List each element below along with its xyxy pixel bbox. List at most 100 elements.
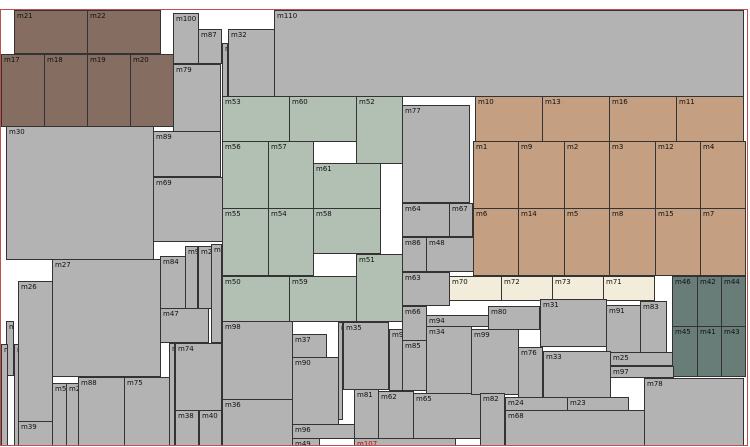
module-label: m54 bbox=[271, 210, 287, 218]
module-box-m55: m55 bbox=[222, 208, 269, 276]
module-box-m76: m76 bbox=[518, 347, 543, 398]
module-box-m52: m52 bbox=[356, 96, 403, 164]
module-box-m99: m99 bbox=[471, 329, 519, 395]
module-label: m82 bbox=[483, 395, 499, 403]
module-label: m47 bbox=[163, 310, 179, 318]
module-label: m5 bbox=[567, 210, 579, 218]
module-box-m24: m24 bbox=[505, 397, 568, 411]
module-label: m52 bbox=[359, 98, 375, 106]
module-box-m4: m4 bbox=[700, 141, 746, 209]
module-box-m6: m6 bbox=[473, 208, 519, 276]
module-box-m110: m110 bbox=[274, 10, 744, 97]
module-box-m61: m61 bbox=[313, 163, 381, 209]
module-label: m1 bbox=[476, 143, 488, 151]
module-box-m19: m19 bbox=[87, 54, 131, 127]
module-label: m71 bbox=[606, 278, 622, 286]
module-label: m26 bbox=[21, 283, 37, 291]
module-label: m61 bbox=[316, 165, 332, 173]
module-box-m67: m67 bbox=[449, 203, 473, 237]
module-box-m96: m96 bbox=[292, 424, 355, 439]
module-label: m69 bbox=[156, 179, 172, 187]
module-label: m18 bbox=[47, 56, 63, 64]
module-box-m79: m79 bbox=[173, 64, 221, 132]
module-box-m66: m66 bbox=[402, 306, 427, 341]
module-label: m70 bbox=[452, 278, 468, 286]
module-label: m67 bbox=[452, 205, 468, 213]
module-box-m42: m42 bbox=[697, 276, 722, 327]
module-label: m72 bbox=[504, 278, 520, 286]
module-label: m75 bbox=[127, 379, 143, 387]
module-label: m97 bbox=[613, 368, 629, 376]
module-box-m80: m80 bbox=[488, 306, 540, 330]
module-label: m7 bbox=[703, 210, 715, 218]
module-box-m83: m83 bbox=[640, 301, 667, 353]
module-box-m81: m81 bbox=[354, 389, 379, 446]
module-label: m105 bbox=[4, 346, 7, 354]
module-label: m11 bbox=[679, 98, 695, 106]
module-box-m15: m15 bbox=[655, 208, 701, 276]
module-label: m104 bbox=[172, 345, 174, 353]
module-label: m51 bbox=[359, 256, 375, 264]
module-box-m36: m36 bbox=[222, 399, 293, 446]
module-box-m13: m13 bbox=[542, 96, 610, 142]
module-label: m3 bbox=[612, 143, 624, 151]
module-label: m12 bbox=[658, 143, 674, 151]
module-label: m30 bbox=[9, 128, 25, 136]
module-label: m76 bbox=[521, 349, 537, 357]
module-box-m40: m40 bbox=[199, 410, 222, 446]
module-box-m31: m31 bbox=[540, 299, 607, 347]
module-box-m33: m33 bbox=[543, 351, 611, 398]
module-label: m20 bbox=[133, 56, 149, 64]
module-label: m90 bbox=[295, 359, 311, 367]
module-box-m5: m5 bbox=[564, 208, 610, 276]
module-box-m85: m85 bbox=[402, 340, 427, 391]
module-box-m16: m16 bbox=[609, 96, 677, 142]
module-box-m56: m56 bbox=[222, 141, 269, 209]
module-box-m63: m63 bbox=[402, 272, 450, 306]
module-label: m49 bbox=[295, 440, 311, 446]
module-box-m74: m74 bbox=[175, 343, 222, 411]
module-box-m90: m90 bbox=[292, 357, 339, 425]
module-label: m84 bbox=[163, 258, 179, 266]
module-box-m11: m11 bbox=[676, 96, 744, 142]
module-label: m37 bbox=[295, 336, 311, 344]
module-box-m87: m87 bbox=[198, 29, 222, 64]
module-box-m64: m64 bbox=[402, 203, 450, 237]
module-box-m43: m43 bbox=[721, 326, 746, 377]
module-box-m49: m49 bbox=[292, 438, 320, 446]
module-box-m17: m17 bbox=[1, 54, 45, 127]
module-box-m72: m72 bbox=[501, 276, 553, 301]
module-box-m7: m7 bbox=[700, 208, 746, 276]
module-box-m100: m100 bbox=[173, 13, 199, 64]
module-box-m75: m75 bbox=[124, 377, 170, 446]
module-box-m69: m69 bbox=[153, 177, 223, 242]
module-box-m88: m88 bbox=[78, 377, 125, 446]
module-box-m32: m32 bbox=[228, 29, 275, 97]
module-box-m39: m39 bbox=[18, 421, 53, 446]
module-label: m94 bbox=[429, 317, 445, 325]
module-label: m4 bbox=[703, 143, 715, 151]
module-box-m91: m91 bbox=[606, 305, 641, 353]
module-box-m12: m12 bbox=[655, 141, 701, 209]
module-label: m23 bbox=[570, 399, 586, 407]
module-label: m15 bbox=[658, 210, 674, 218]
module-box-m14: m14 bbox=[518, 208, 565, 276]
module-label: m68 bbox=[508, 412, 524, 420]
module-label: m42 bbox=[700, 278, 716, 286]
module-label: m99 bbox=[474, 331, 490, 339]
module-box-m53: m53 bbox=[222, 96, 290, 142]
module-box-m106: m106 bbox=[338, 322, 343, 420]
module-box-m30: m30 bbox=[6, 126, 154, 260]
module-box-m109: m109 bbox=[211, 244, 222, 343]
module-label: m83 bbox=[643, 303, 659, 311]
module-box-m9: m9 bbox=[185, 246, 198, 309]
module-box-m82: m82 bbox=[480, 393, 505, 446]
module-label: m21 bbox=[17, 12, 33, 20]
module-box-m59: m59 bbox=[289, 276, 357, 322]
module-box-m105: m105 bbox=[1, 344, 8, 446]
module-label: m32 bbox=[231, 31, 247, 39]
module-label: m59 bbox=[292, 278, 308, 286]
module-box-m84: m84 bbox=[160, 256, 186, 309]
module-label: m19 bbox=[90, 56, 106, 64]
module-label: m56 bbox=[225, 143, 241, 151]
